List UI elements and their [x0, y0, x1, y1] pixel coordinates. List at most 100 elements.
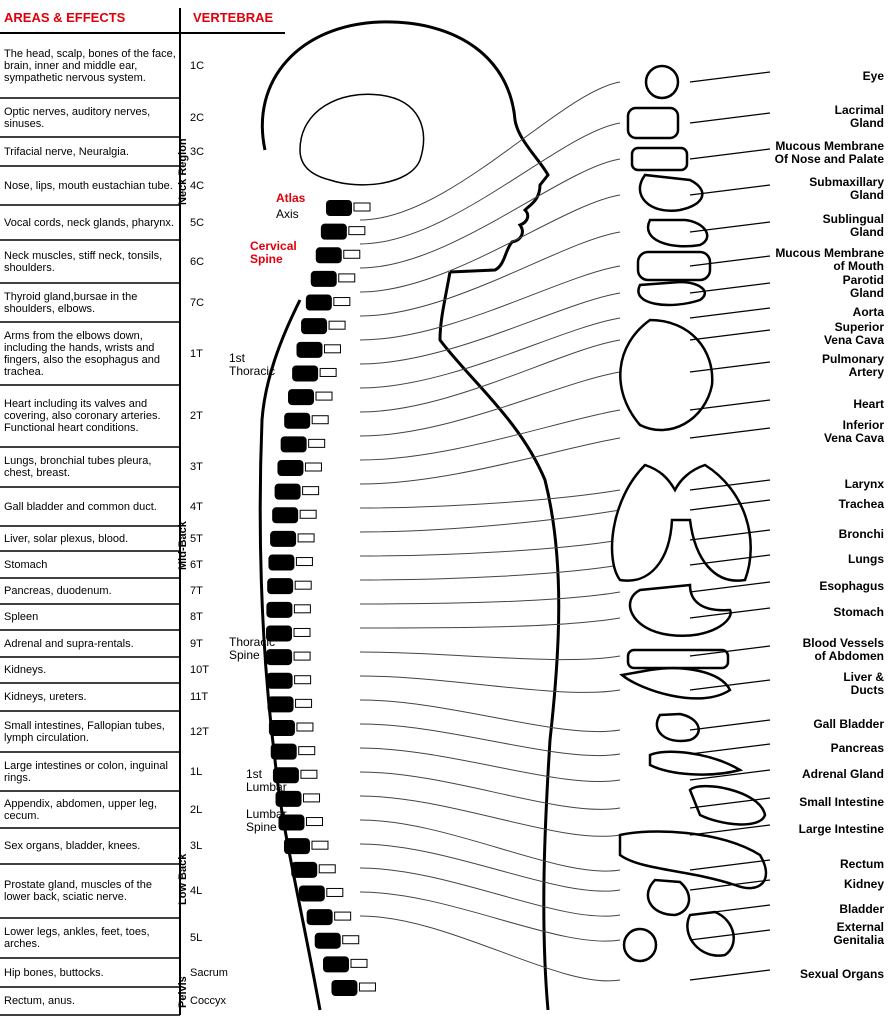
area-row-text: Optic nerves, auditory nerves, sinuses.: [4, 105, 151, 130]
vertebra-label: 2L: [190, 803, 203, 816]
nerve-line: [359, 509, 621, 533]
large-intestine-shape: [618, 830, 768, 890]
vertebra-process: [296, 722, 314, 732]
thoracic-first-label: 1st Thoracic: [229, 351, 276, 378]
stomach-shape: [628, 583, 732, 638]
organ-label: Submaxillary Gland: [809, 175, 884, 202]
pancreas-shape: [648, 750, 744, 776]
nerve-line: [359, 617, 621, 629]
lungs-shape: [610, 463, 752, 582]
organ-label: Bronchi: [838, 526, 884, 541]
lumbar-first-label: 1st Lumbar: [246, 767, 287, 794]
brain: [299, 93, 425, 186]
cervical-label: Cervical Spine: [250, 239, 297, 266]
vertebra-process: [311, 840, 329, 850]
area-row-text: Small intestines, Fallopian tubes, lymph…: [4, 719, 165, 744]
organ-label: Esophagus: [819, 578, 884, 593]
organ-label: Lungs: [848, 551, 884, 566]
vertebra-block: [298, 885, 325, 902]
organ-leader: [689, 427, 771, 439]
vertebra-process: [294, 580, 312, 590]
organ-label: Large Intestine: [798, 821, 884, 836]
area-row-text: Thyroid gland,bursae in the shoulders, e…: [4, 290, 138, 315]
vertebra-label: 1L: [190, 765, 203, 778]
organ-leader: [689, 112, 771, 124]
organ-label: Sublingual Gland: [822, 212, 884, 239]
organ-leader: [689, 824, 771, 836]
vertebra-label: 5T: [190, 532, 203, 545]
heart-shape: [619, 318, 714, 432]
vertebra-process: [333, 297, 351, 307]
vertebra-process: [298, 746, 316, 756]
organ-label: Gall Bladder: [813, 716, 884, 731]
organ-leader: [689, 499, 771, 511]
nerve-line: [359, 489, 621, 509]
vertebra-label: Sacrum: [190, 966, 228, 979]
vertebra-block: [292, 365, 319, 382]
lumbar-label: Lumbar Spine: [246, 807, 287, 834]
lacrimal-shape: [626, 106, 680, 140]
nerve-lines: [359, 81, 621, 982]
vertebra-block: [268, 720, 295, 736]
organ-label: Small Intestine: [799, 794, 884, 809]
organ-leader: [689, 361, 771, 373]
vertebra-block: [296, 341, 323, 358]
vertebra-block: [272, 507, 299, 524]
vertebra-label: 8T: [190, 611, 203, 623]
nerve-line: [359, 675, 621, 693]
organ-label: Heart: [853, 396, 884, 411]
organ-leader: [689, 743, 771, 755]
vertebra-block: [275, 790, 302, 807]
vertebra-label: Coccyx: [190, 995, 227, 1007]
area-row-text: Lower legs, ankles, feet, toes, arches.: [4, 926, 150, 950]
vertebra-process: [353, 202, 371, 212]
vertebra-block: [283, 838, 310, 855]
organ-leader: [689, 859, 771, 871]
area-row-text: Trifacial nerve, Neuralgia.: [4, 145, 129, 158]
vertebra-label: 11T: [190, 691, 209, 703]
organ-leader: [689, 554, 771, 566]
organ-leader: [689, 282, 771, 294]
organ-leader: [689, 797, 771, 809]
organ-label: Trachea: [838, 496, 884, 511]
nerve-line: [359, 867, 621, 917]
nerve-line: [359, 843, 621, 892]
organ-leader: [689, 581, 771, 593]
bladder-shape: [686, 910, 735, 957]
organ-label: Mucous Membrane of Mouth: [775, 246, 884, 273]
vertebra-process: [304, 462, 322, 472]
vertebra-process: [294, 675, 312, 685]
vertebra-process: [295, 557, 313, 567]
vertebra-process: [293, 627, 311, 637]
nerve-line: [359, 699, 621, 733]
organ-label: Pancreas: [830, 740, 884, 755]
vertebra-block: [272, 767, 299, 784]
vertebra-block: [331, 980, 358, 996]
nerve-line: [359, 915, 621, 982]
area-row-text: Rectum, anus.: [4, 995, 75, 1007]
nerve-line: [359, 122, 621, 245]
vertebra-process: [308, 438, 326, 448]
organ-label: Rectum: [839, 856, 884, 871]
vertebra-block: [267, 578, 294, 595]
area-row-text: Liver, solar plexus, blood.: [4, 532, 129, 545]
axis-label: Axis: [276, 207, 299, 221]
vertebra-block: [267, 696, 294, 713]
vertebra-label: 7T: [190, 585, 203, 597]
vertebra-label: 4L: [190, 885, 203, 897]
vertebra-label: 10T: [190, 664, 209, 676]
organ-leader: [689, 645, 771, 657]
vertebra-block: [301, 318, 328, 335]
area-row-text: Stomach: [4, 558, 48, 571]
vertebra-block: [284, 412, 311, 429]
vertebra-block: [326, 200, 352, 216]
area-row-text: Adrenal and supra-rentals.: [4, 637, 134, 650]
nerve-line: [359, 723, 621, 757]
organ-label: Adrenal Gland: [801, 766, 884, 781]
area-row-text: Gall bladder and common duct.: [4, 500, 157, 513]
area-row-text: Spleen: [4, 611, 39, 623]
vertebra-block: [310, 270, 337, 287]
nerve-line: [359, 539, 621, 557]
vertebra-block: [288, 389, 315, 406]
